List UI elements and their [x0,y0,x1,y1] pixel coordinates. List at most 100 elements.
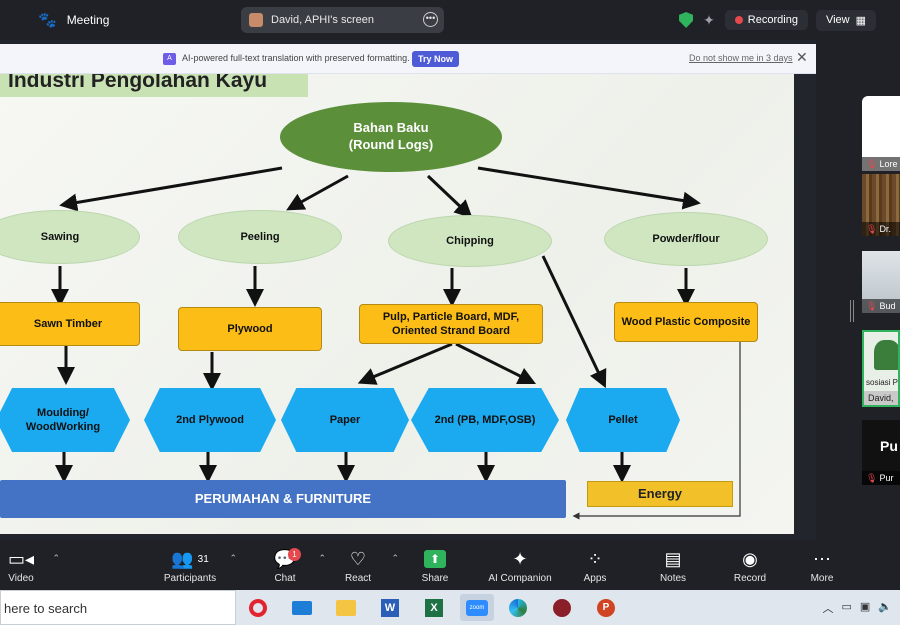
apps-button[interactable]: ⁘ Apps [560,545,630,585]
more-dots-icon: ⋯ [813,548,831,569]
heart-icon: ♡ [349,548,367,569]
ai-sparkle-icon[interactable]: ✦ [703,11,715,28]
recording-label: Recording [747,14,798,26]
product-label: Sawn Timber [33,317,103,330]
mic-muted-icon: 🎙 [866,159,878,169]
ai-companion-button[interactable]: ✦ AI Companion [480,545,560,585]
process-label: Chipping [446,234,494,247]
video-button[interactable]: ▭◂ Video ⌃ [0,545,60,585]
word-icon[interactable]: W [376,594,404,621]
resize-handle[interactable] [850,300,854,322]
mail-icon[interactable] [288,594,316,621]
zoom-app-icon[interactable]: zoom [460,594,494,621]
shared-screen-pill[interactable]: David, APHI's screen ••• [241,7,444,33]
zoom-label: zoom [466,599,488,616]
view-button[interactable]: View ▦ [815,9,876,31]
react-label: React [344,573,372,584]
participants-button[interactable]: 👥31 Participants ⌃ [155,545,237,585]
root-line1: Bahan Baku [353,120,429,136]
paw-icon: 🐾 [38,12,57,29]
chevron-up-icon[interactable]: ⌃ [318,553,326,563]
process-label: Sawing [40,230,80,243]
powerpoint-icon[interactable]: P [592,594,620,621]
shared-screen-label: David, APHI's screen [271,14,374,26]
record-button[interactable]: ◉ Record [715,545,785,585]
participant-tile[interactable]: 🎙Bud [862,251,900,313]
dont-show-link[interactable]: Do not show me in 3 days [689,53,793,63]
opera-icon[interactable] [244,594,272,621]
security-shield-icon[interactable] [679,12,694,28]
participants-label: Participants [163,573,217,584]
file-explorer-icon[interactable] [332,594,360,621]
participants-icon: 👥31 [171,548,209,569]
chevron-up-icon[interactable]: ︿ [822,603,834,615]
video-camera-icon: ▭◂ [7,548,35,569]
presenter-avatar [249,13,263,27]
record-label: Record [733,573,767,584]
volume-icon[interactable]: 🔈 [878,601,892,613]
share-icon-wrap: ⬆ [400,545,470,573]
derivative-paper: Paper [281,388,409,452]
meeting-label: Meeting [66,13,110,27]
process-chipping: Chipping [388,215,552,267]
share-button[interactable]: ⬆ Share [400,545,470,584]
ai-companion-label: AI Companion [488,573,552,584]
edge-icon[interactable] [504,594,532,621]
record-icon: ◉ [742,548,758,569]
participant-tile-active[interactable]: sosiasi Pe David, [862,330,900,407]
media-app-icon[interactable] [548,594,576,621]
participant-name: Lore [879,159,898,169]
product-label: Plywood [227,322,273,335]
process-powder-flour: Powder/flour [604,212,768,266]
excel-icon[interactable]: X [420,594,448,621]
network-icon[interactable]: ▣ [859,601,871,613]
flow-arrows [51,166,741,520]
derivative-2nd-boards: 2nd (PB, MDF,OSB) [411,388,559,452]
chevron-up-icon[interactable]: ⌃ [391,553,399,563]
recording-indicator[interactable]: Recording [724,10,808,30]
notes-button[interactable]: ▤ Notes [638,545,708,585]
ai-sparkle-icon: ✦ [512,548,528,569]
try-now-button[interactable]: Try Now [412,51,460,67]
more-options-icon[interactable]: ••• [423,12,438,27]
slide-title: Industri Pengolahan Kayu [8,69,268,92]
meeting-menu[interactable]: 🐾 Meeting [38,11,109,29]
participant-name: Dr. [879,224,891,234]
output-label: Energy [637,485,683,501]
video-label: Video [8,573,34,584]
root-raw-material: Bahan Baku (Round Logs) [280,102,502,172]
chevron-up-icon[interactable]: ⌃ [52,553,60,563]
participant-tile[interactable]: 🎙Lore [862,155,900,171]
more-label: More [810,573,834,584]
translation-message: AI-powered full-text translation with pr… [182,53,410,63]
derivative-label: 2nd (PB, MDF,OSB) [434,413,536,426]
output-label: PERUMAHAN & FURNITURE [194,490,372,506]
react-button[interactable]: ♡ React ⌃ [323,545,399,585]
chat-button[interactable]: 💬 1 Chat ⌃ [250,545,326,584]
search-text: here to search [4,601,88,616]
participant-initials: Pu [880,438,898,454]
chat-badge: 1 [288,548,301,561]
participant-tile[interactable]: Pu 🎙Pur [862,420,900,485]
taskbar-search[interactable]: here to search [0,590,236,625]
derivative-label: Pellet [608,413,638,426]
apps-icon: ⁘ [587,548,603,569]
more-button[interactable]: ⋯ More [787,545,857,585]
slide-title-box: Industri Pengolahan Kayu [0,69,308,97]
system-tray: ︿ ▭ ▣ 🔈 [822,600,892,616]
derivative-label: Paper [329,413,361,426]
share-label: Share [421,573,449,584]
output-housing-furniture: PERUMAHAN & FURNITURE [0,480,566,518]
process-peeling: Peeling [178,210,342,264]
close-icon[interactable]: ✕ [796,49,808,65]
participants-count: 31 [197,553,209,565]
participant-tile[interactable]: 🎙Dr. [862,174,900,236]
chevron-up-icon[interactable]: ⌃ [229,553,237,563]
product-label: Pulp, Particle Board, MDF, Oriented Stra… [382,310,520,337]
output-energy: Energy [587,481,733,507]
notes-label: Notes [659,573,687,584]
battery-icon[interactable]: ▭ [841,601,852,613]
product-sawn-timber: Sawn Timber [0,302,140,346]
tile-caption: sosiasi Pe [866,378,900,387]
view-label: View [825,14,850,26]
